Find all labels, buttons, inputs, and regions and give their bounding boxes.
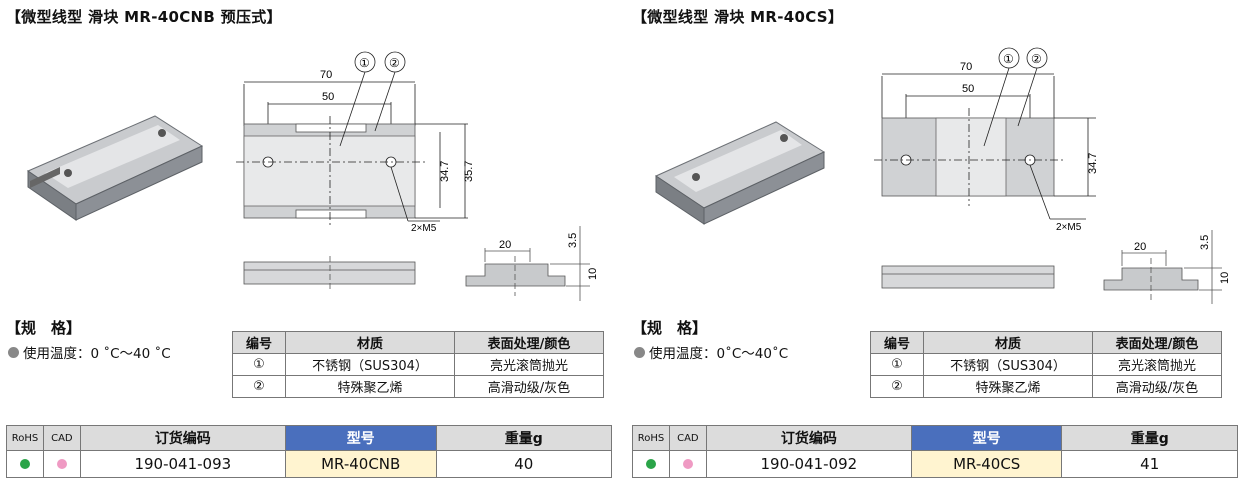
order-table: RoHS CAD 订货编码 型号 重量g 190-041-093 MR-40CN… (6, 425, 613, 478)
dim-20: 20 (1134, 241, 1146, 253)
rohs-cell (6, 450, 44, 478)
dim-10: 10 (587, 268, 599, 280)
rohs-status-icon (645, 459, 656, 469)
hole-label: 2×M5 (1056, 222, 1082, 233)
col-material: 材质 (923, 331, 1093, 354)
col-weight: 重量g (435, 425, 613, 451)
cell: 高滑动级/灰色 (454, 375, 604, 398)
dim-10: 10 (1219, 272, 1231, 284)
technical-drawing: 70 50 34.7 35.7 2×M5 ① ② 20 3.5 10 (26, 51, 599, 301)
table-row: 190-041-092 MR-40CS 41 (632, 450, 1238, 478)
temperature-note: 使用温度：0˚C～40˚C (634, 342, 788, 362)
cell: 亮光滚筒抛光 (1092, 353, 1222, 376)
cell: 不锈钢（SUS304） (285, 353, 455, 376)
technical-drawing: 70 50 34.7 2×M5 ① ② 20 3.5 10 (654, 47, 1231, 304)
callout-1: ① (1003, 52, 1014, 66)
col-rohs: RoHS (6, 425, 44, 451)
callout-2: ② (1031, 52, 1042, 66)
product-title: 【微型线型 滑块 MR-40CS】 (632, 8, 844, 26)
temperature-text: 使用温度：0˚C～40˚C (649, 346, 789, 362)
col-model: 型号 (910, 425, 1063, 451)
product-panel-mr-40cnb: 【微型线型 滑块 MR-40CNB 预压式】 (0, 0, 613, 491)
col-cad: CAD (42, 425, 81, 451)
table-row: ① 不锈钢（SUS304） 亮光滚筒抛光 (870, 353, 1222, 376)
spec-heading: 【规 格】 (632, 319, 708, 337)
rohs-status-icon (19, 459, 30, 469)
order-header-row: RoHS CAD 订货编码 型号 重量g (632, 425, 1238, 451)
rohs-cell (632, 450, 670, 478)
model-number: MR-40CS (910, 450, 1063, 478)
table-row: 190-041-093 MR-40CNB 40 (6, 450, 613, 478)
product-3d-image (654, 121, 826, 225)
spec-heading: 【规 格】 (6, 319, 82, 337)
col-order-code: 订货编码 (79, 425, 286, 451)
cell: 亮光滚筒抛光 (454, 353, 604, 376)
dim-70: 70 (960, 61, 972, 73)
order-code: 190-041-093 (79, 450, 286, 478)
cell: 特殊聚乙烯 (923, 375, 1093, 398)
dim-34-7: 34.7 (1087, 153, 1099, 174)
material-table: 编号 材质 表面处理/颜色 ① 不锈钢（SUS304） 亮光滚筒抛光 ② 特殊聚… (870, 331, 1222, 398)
col-weight: 重量g (1061, 425, 1238, 451)
cad-cell[interactable] (668, 450, 707, 478)
hole-label: 2×M5 (411, 223, 437, 234)
col-order-code: 订货编码 (705, 425, 912, 451)
cell: ① (232, 353, 286, 376)
weight: 41 (1061, 450, 1238, 478)
cell: 不锈钢（SUS304） (923, 353, 1093, 376)
cell: 高滑动级/灰色 (1092, 375, 1222, 398)
cell: ② (232, 375, 286, 398)
callout-1: ① (359, 56, 370, 70)
col-material: 材质 (285, 331, 455, 354)
dim-50: 50 (322, 91, 334, 103)
dim-3-5: 3.5 (567, 233, 579, 248)
col-cad: CAD (668, 425, 707, 451)
bullet-icon (634, 346, 645, 358)
dim-35-7: 35.7 (463, 161, 475, 182)
table-row: ① 不锈钢（SUS304） 亮光滚筒抛光 (232, 353, 604, 376)
cad-cell[interactable] (42, 450, 81, 478)
dim-34-7: 34.7 (439, 161, 451, 182)
col-number: 编号 (870, 331, 924, 354)
cad-download-icon[interactable] (682, 459, 693, 469)
order-code: 190-041-092 (705, 450, 912, 478)
table-row: ② 特殊聚乙烯 高滑动级/灰色 (232, 375, 604, 398)
product-3d-image (26, 115, 204, 221)
callout-2: ② (389, 56, 400, 70)
table-row: ② 特殊聚乙烯 高滑动级/灰色 (870, 375, 1222, 398)
dim-70: 70 (320, 69, 332, 81)
cell: 特殊聚乙烯 (285, 375, 455, 398)
bullet-icon (8, 346, 19, 358)
model-number: MR-40CNB (284, 450, 437, 478)
temperature-note: 使用温度：0 ˚C～40 ˚C (8, 342, 171, 362)
order-header-row: RoHS CAD 订货编码 型号 重量g (6, 425, 613, 451)
material-header-row: 编号 材质 表面处理/颜色 (870, 331, 1222, 354)
cell: ② (870, 375, 924, 398)
dim-20: 20 (499, 239, 511, 251)
dim-3-5: 3.5 (1199, 235, 1211, 250)
weight: 40 (435, 450, 613, 478)
col-rohs: RoHS (632, 425, 670, 451)
cell: ① (870, 353, 924, 376)
temperature-text: 使用温度：0 ˚C～40 ˚C (23, 346, 171, 362)
col-model: 型号 (284, 425, 437, 451)
product-title: 【微型线型 滑块 MR-40CNB 预压式】 (6, 8, 282, 26)
cad-download-icon[interactable] (56, 459, 67, 469)
col-finish: 表面处理/颜色 (1092, 331, 1222, 354)
order-table: RoHS CAD 订货编码 型号 重量g 190-041-092 MR-40CS… (632, 425, 1238, 478)
material-header-row: 编号 材质 表面处理/颜色 (232, 331, 604, 354)
material-table: 编号 材质 表面处理/颜色 ① 不锈钢（SUS304） 亮光滚筒抛光 ② 特殊聚… (232, 331, 604, 398)
product-panel-mr-40cs: 【微型线型 滑块 MR-40CS】 (626, 0, 1238, 491)
col-number: 编号 (232, 331, 286, 354)
dim-50: 50 (962, 83, 974, 95)
col-finish: 表面处理/颜色 (454, 331, 604, 354)
